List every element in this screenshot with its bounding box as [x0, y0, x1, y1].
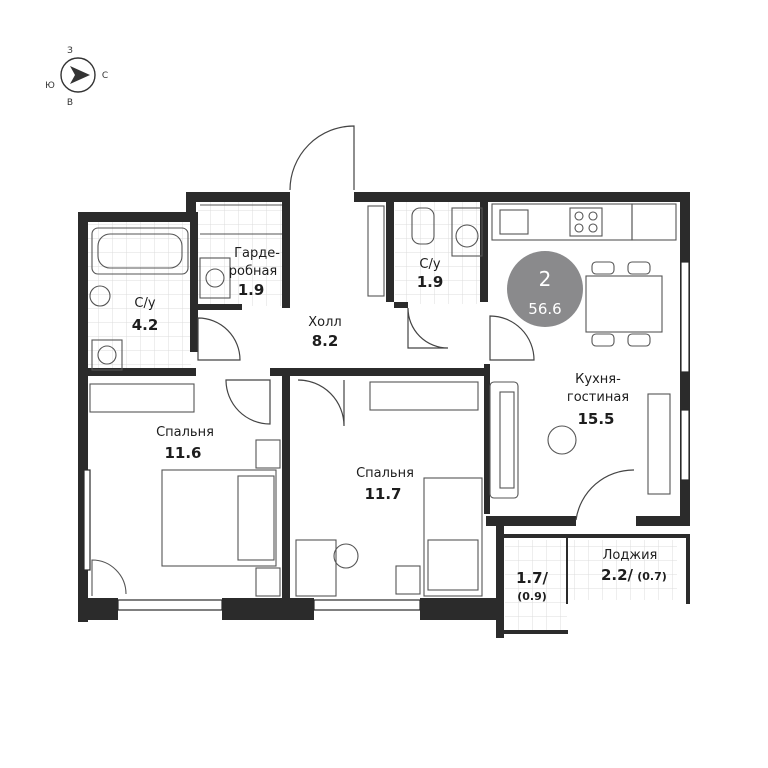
washer [91, 339, 123, 371]
cooktop [569, 207, 603, 237]
sink-left [89, 285, 111, 307]
windows [83, 261, 690, 611]
furniture [89, 203, 677, 597]
balcony-bottom [504, 630, 568, 634]
balcony-divider [566, 534, 568, 604]
kitchen-name-2: гостиная [567, 390, 629, 405]
wardrobe-name-1: Гарде- [234, 246, 280, 261]
badge-rooms: 2 [539, 267, 552, 291]
compass: З В Ю С [45, 46, 108, 108]
wardrobe-left-bedroom [89, 383, 195, 413]
kitchen-area: 15.5 [577, 410, 614, 428]
wardrobe-floor [198, 202, 284, 306]
nightstand-left-bottom [255, 567, 281, 597]
loggia-name: Лоджия [603, 548, 658, 563]
bathtub-inner [97, 233, 183, 269]
balcony-rail [504, 534, 690, 538]
fridge [631, 203, 677, 241]
compass-south-label: В [67, 98, 73, 108]
apartment-badge: 2 56.6 [507, 251, 583, 327]
coffee-table [547, 425, 577, 455]
doors [197, 125, 635, 521]
wardrobe-mid-bedroom [369, 381, 479, 411]
entrance-door [289, 125, 355, 191]
wardrobe-rail [200, 204, 282, 235]
kitchen-counter [491, 203, 633, 241]
dining-table [585, 275, 663, 333]
bath-left-area: 4.2 [132, 316, 159, 334]
kitchen-sink [499, 209, 529, 235]
compass-west-label: Ю [45, 81, 55, 91]
tv-stand [647, 393, 671, 495]
compass-arrow-icon [70, 66, 90, 84]
kitchen-name-1: Кухня- [575, 372, 621, 387]
bath-right-door [407, 307, 449, 349]
compass-east-label: С [102, 71, 108, 81]
nightstand-mid [395, 565, 421, 595]
hall-name: Холл [308, 315, 341, 330]
loggia-edge [686, 534, 690, 604]
bathtub [91, 227, 189, 275]
sink-right [451, 207, 483, 257]
bedroom-left-area: 11.6 [164, 444, 201, 462]
bedroom-mid-door [297, 379, 345, 427]
loggia-floor [567, 540, 677, 600]
kitchen-door [489, 315, 535, 361]
loggia-door [575, 469, 635, 521]
bedroom-left-name: Спальня [156, 425, 214, 440]
chair-mid [333, 543, 359, 569]
badge-circle [507, 251, 583, 327]
bath-right-area: 1.9 [417, 273, 444, 291]
loggia-sub: (0.7) [637, 570, 667, 583]
desk-mid [295, 539, 337, 597]
toilet-right [411, 207, 435, 245]
sofa [489, 381, 519, 499]
bed-mid [423, 477, 483, 597]
bedroom-left-door [225, 379, 271, 425]
loggia-area: 2.2/ [601, 566, 634, 584]
bath-left-door [197, 317, 241, 361]
bath-left-name: С/у [134, 296, 155, 311]
balcony-area: 1.7/ [516, 569, 549, 587]
hall-area: 8.2 [312, 332, 339, 350]
hall-closet [367, 205, 385, 297]
bath-right-name: С/у [419, 257, 440, 272]
wardrobe-area: 1.9 [238, 281, 265, 299]
compass-north-label: З [67, 46, 73, 56]
balcony-sub: (0.9) [517, 590, 547, 603]
badge-total-area: 56.6 [528, 300, 561, 318]
desk-left [91, 559, 127, 596]
bath-right-floor [395, 202, 487, 304]
bedroom-mid-area: 11.7 [364, 485, 401, 503]
balcony-floor [505, 540, 567, 632]
compass-ring [60, 57, 96, 93]
bedroom-mid-name: Спальня [356, 466, 414, 481]
wardrobe-name-2: робная [229, 264, 278, 279]
nightstand-left-top [255, 439, 281, 469]
wardrobe-boiler [199, 257, 231, 299]
bed-left [161, 469, 277, 567]
bath-left-floor [87, 222, 191, 372]
